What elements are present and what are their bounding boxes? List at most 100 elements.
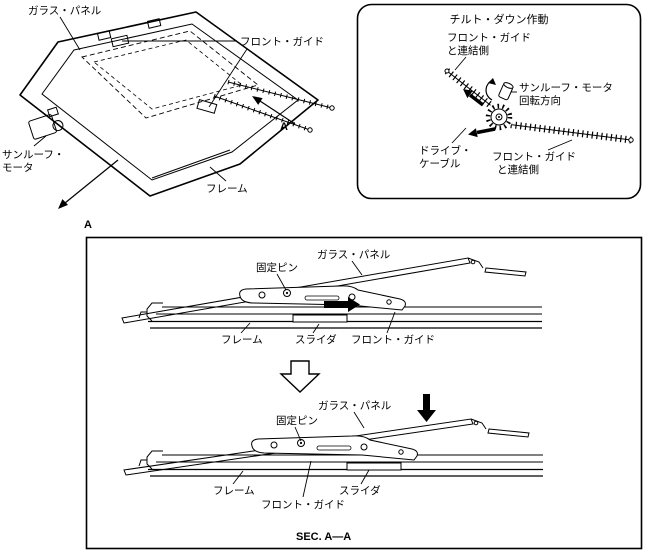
section-view-box: ガラス・パネル 固定ピン フレーム スライダ フロント・ガイド bbox=[85, 236, 643, 550]
fixing-pin-center bbox=[299, 441, 303, 445]
leader-line bbox=[360, 469, 370, 485]
slider-part bbox=[292, 314, 348, 323]
leader-line bbox=[454, 56, 467, 71]
front-guide-label: フロント・ガイド bbox=[261, 499, 345, 511]
drive-cable-label-line1: ドライブ・ bbox=[419, 144, 472, 157]
fixing-pin-label: 固定ピン bbox=[256, 261, 298, 274]
guide-hole bbox=[398, 449, 404, 455]
section-caption: SEC. A—A bbox=[296, 531, 351, 543]
section-upper: ガラス・パネル 固定ピン フレーム スライダ フロント・ガイド bbox=[121, 249, 542, 346]
leader-line bbox=[547, 139, 573, 151]
bracket-1 bbox=[96, 30, 112, 41]
panel-rear-pin bbox=[470, 259, 476, 265]
leader-line bbox=[276, 273, 287, 291]
motor-rotation-label-line2: 回転方向 bbox=[519, 94, 561, 107]
front-guide-label: フロント・ガイド bbox=[351, 334, 435, 346]
leader-line bbox=[451, 127, 467, 144]
frame-crossbar bbox=[151, 149, 231, 179]
slider-part bbox=[346, 462, 402, 471]
overview-drawing: ガラス・パネル フロント・ガイド サンルーフ・ モータ フレーム A A bbox=[2, 5, 335, 231]
glass-panel-dashed-outline bbox=[81, 30, 259, 119]
slide-right-arrow-icon bbox=[324, 297, 360, 312]
slider-label: スライダ bbox=[295, 333, 337, 346]
leader-line bbox=[59, 16, 81, 51]
front-guide-link-bottom-label-line1: フロント・ガイド bbox=[492, 151, 576, 163]
rotation-direction-arrow-icon bbox=[485, 78, 496, 101]
push-down-arrow-icon bbox=[417, 394, 436, 422]
front-guide-link-top-label-line1: フロント・ガイド bbox=[447, 32, 531, 44]
leader-line bbox=[209, 166, 227, 182]
section-mark-a-top: A bbox=[280, 121, 288, 133]
frame-inner-outline bbox=[41, 23, 299, 181]
frame-outer-outline bbox=[19, 11, 319, 197]
bracket-2 bbox=[146, 18, 162, 29]
section-lower-geometry bbox=[123, 394, 543, 498]
panel-rear-pin bbox=[473, 420, 479, 426]
leader-line bbox=[302, 460, 312, 498]
leader-line bbox=[312, 323, 320, 334]
guide-hole bbox=[270, 441, 278, 449]
frame-front-bracket bbox=[146, 450, 163, 470]
frame-label: フレーム bbox=[221, 334, 263, 346]
panel-rear-hook bbox=[470, 418, 487, 430]
cable-end-fitting-upper bbox=[444, 68, 450, 74]
slider-label: スライダ bbox=[339, 484, 381, 497]
motor-cylinder-icon bbox=[498, 82, 514, 101]
inset-title: チルト・ダウン作動 bbox=[450, 12, 549, 26]
drive-cable-lower-hatch bbox=[505, 120, 632, 144]
leader-line bbox=[33, 135, 47, 147]
cable-direction-arrow-left-icon bbox=[468, 127, 496, 138]
leader-line bbox=[386, 311, 396, 334]
leader-line bbox=[208, 48, 248, 108]
hollow-down-arrow-icon bbox=[279, 360, 321, 393]
glass-panel-label: ガラス・パネル bbox=[318, 400, 391, 412]
drive-rail-1 bbox=[227, 81, 333, 109]
cable-end-fitting-lower bbox=[628, 137, 634, 143]
front-guide-part-rail bbox=[196, 99, 218, 114]
leader-line bbox=[232, 470, 244, 485]
section-lower: ガラス・パネル 固定ピン フレーム スライダ フロント・ガイド bbox=[123, 394, 543, 511]
frame-label: フレーム bbox=[206, 183, 248, 195]
drive-rail-2-hatch bbox=[213, 93, 311, 133]
panel-rear-hook bbox=[467, 257, 484, 269]
tilt-operation-inset: チルト・ダウン作動 フロント・ガイド と連結側 サンルーフ・モータ 回転方向 ド… bbox=[356, 3, 642, 200]
leader-line bbox=[353, 411, 365, 429]
inset-border bbox=[356, 3, 642, 200]
frame-front-lip bbox=[138, 311, 147, 319]
front-guide-part bbox=[239, 285, 406, 311]
glass-panel-dashed-inner bbox=[93, 39, 243, 110]
fixing-pin-label: 固定ピン bbox=[276, 414, 318, 427]
leader-line bbox=[294, 426, 302, 442]
fixing-pin-center bbox=[285, 291, 289, 295]
section-arrow-bottom-icon bbox=[58, 159, 119, 209]
section-box-border bbox=[85, 236, 643, 550]
frame-front-bracket bbox=[146, 302, 163, 322]
sunroof-motor-label-line1: サンルーフ・ bbox=[2, 149, 64, 161]
section-mark-a-bottom: A bbox=[84, 219, 92, 231]
motor-rotation-label-line1: サンルーフ・モータ bbox=[519, 82, 613, 94]
rail-end-fitting-1 bbox=[329, 105, 335, 111]
front-guide-link-bottom-label-line2: と連結側 bbox=[497, 163, 539, 176]
pinion-gear-icon bbox=[484, 102, 514, 132]
glass-panel-label: ガラス・パネル bbox=[317, 249, 390, 261]
glass-panel-label: ガラス・パネル bbox=[28, 5, 101, 17]
frame-label: フレーム bbox=[213, 485, 255, 497]
guide-hole bbox=[386, 299, 392, 305]
cable-direction-arrow-up-icon bbox=[463, 89, 485, 107]
sunroof-motor-part bbox=[28, 106, 64, 140]
rear-strip-part bbox=[484, 267, 527, 277]
sunroof-motor-label-line2: モータ bbox=[2, 162, 34, 174]
rear-strip-part bbox=[487, 428, 530, 438]
front-guide-link-top-label-line2: と連結側 bbox=[447, 44, 489, 57]
leader-line bbox=[351, 260, 363, 276]
front-guide-part-top bbox=[110, 34, 130, 48]
drive-rail-2 bbox=[213, 95, 311, 131]
frame-front-lip bbox=[138, 459, 147, 467]
front-guide-part bbox=[251, 435, 418, 461]
section-upper-geometry bbox=[121, 257, 542, 334]
drive-cable-label-line2: ケーブル bbox=[419, 157, 460, 170]
section-arrow-top-icon bbox=[252, 96, 296, 125]
guide-hole bbox=[360, 443, 368, 451]
